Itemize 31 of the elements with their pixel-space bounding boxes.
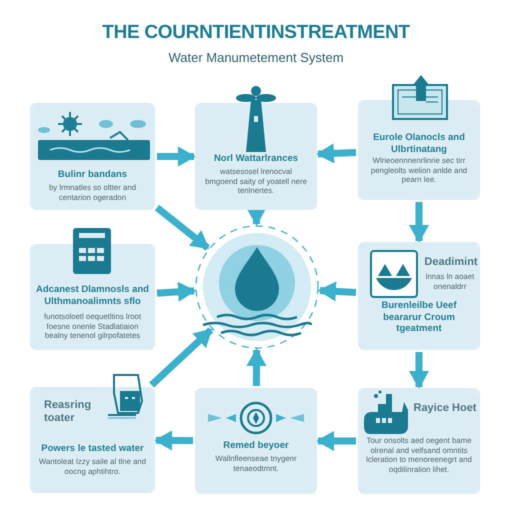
arrow (149, 327, 214, 388)
arrow (156, 282, 196, 302)
heading-text: Reasring toater (44, 399, 92, 426)
arrow (409, 352, 429, 389)
info-card (195, 103, 317, 210)
heading-text: Burenleilbe Ueef beararur Croum tgeatment (380, 300, 458, 335)
heading-text: Adcanest Dlamnosls and Ulthmanoalimnts sflo (35, 284, 150, 308)
arrow (316, 431, 356, 451)
info-card (30, 387, 155, 493)
arrow (318, 281, 356, 302)
arrow (157, 146, 196, 166)
subtitle-text: Water Manumetement System (167, 50, 345, 65)
info-card (195, 388, 317, 494)
water-drop-circle (195, 225, 319, 349)
heading-text: Powers le tasted water (40, 443, 145, 455)
heading-text: Deadimint (424, 256, 478, 270)
arrow (316, 143, 356, 164)
heading-text: Eurole Olanocls and Ulbrtinatang (372, 132, 466, 156)
heading-text: Rayice Hoet (412, 402, 478, 416)
heading-text: Remed beyoer (222, 440, 290, 452)
arrow (246, 348, 266, 386)
title-text: THE COURNTIENTINSTREATMENT (101, 22, 411, 44)
info-card (358, 388, 480, 494)
info-card (358, 100, 480, 200)
arrow (154, 204, 210, 251)
heading-text: Norl Wattarlrances (212, 153, 300, 165)
info-card (30, 244, 155, 350)
arrow (246, 208, 266, 226)
heading-text: Bulinr bandans (56, 169, 128, 181)
arrow (409, 202, 429, 243)
arrow (154, 430, 194, 450)
